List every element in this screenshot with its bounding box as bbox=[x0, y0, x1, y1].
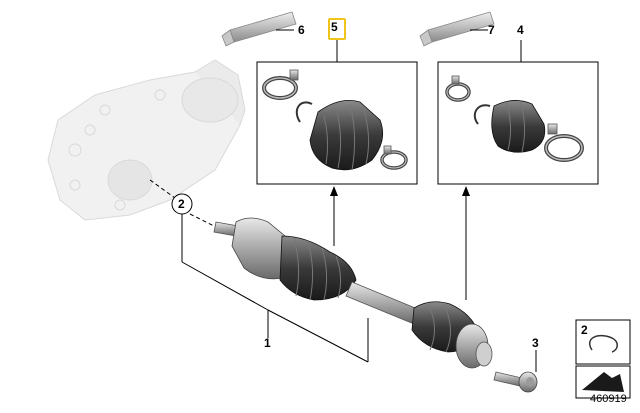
legend-label-2: 2 bbox=[581, 323, 588, 337]
kit-5-box bbox=[256, 61, 418, 185]
kit-4-parts bbox=[445, 75, 584, 162]
label-1: 1 bbox=[264, 336, 271, 350]
kit-5-parts bbox=[262, 69, 408, 171]
label-7: 7 bbox=[488, 23, 495, 37]
legend-circlip bbox=[589, 334, 618, 353]
bracket-1-b bbox=[267, 309, 369, 363]
grease-tube-6 bbox=[221, 11, 297, 47]
arrow-head-kit-4 bbox=[462, 186, 470, 196]
drive-shaft bbox=[213, 217, 493, 369]
dash-leader-2a bbox=[149, 179, 176, 199]
legend-arrow bbox=[582, 372, 624, 392]
collar-bolt bbox=[493, 371, 538, 393]
diagram-code: 460919 bbox=[590, 393, 627, 405]
grease-tube-7 bbox=[419, 11, 495, 47]
label-4: 4 bbox=[517, 23, 524, 37]
ref-circle-2 bbox=[171, 193, 193, 215]
kit-4-box bbox=[437, 61, 599, 185]
arrow-head-kit-5 bbox=[330, 186, 338, 196]
differential-housing bbox=[47, 59, 246, 221]
label-3: 3 bbox=[532, 336, 539, 350]
legend-circlip-box bbox=[575, 319, 631, 365]
label-2: 2 bbox=[178, 197, 185, 211]
label-5-highlight bbox=[328, 18, 346, 40]
label-5: 5 bbox=[331, 20, 338, 34]
label-6: 6 bbox=[298, 23, 305, 37]
